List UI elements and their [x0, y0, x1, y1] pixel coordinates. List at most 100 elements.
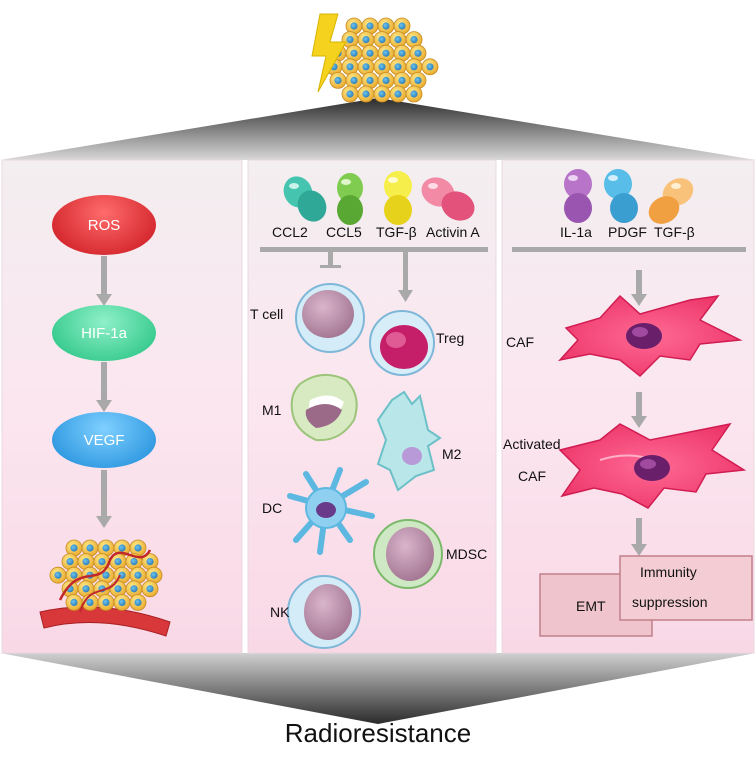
tumor-cluster-top [325, 17, 439, 103]
tumor-cell-nucleus [70, 598, 78, 607]
cytokine-tgfb-right [648, 178, 694, 224]
cytokine-pdgf [604, 169, 638, 223]
t-cell [295, 283, 365, 353]
footer-title: Radioresistance [284, 718, 472, 748]
lightning-icon [311, 13, 347, 93]
tumor-cell-nucleus [98, 558, 106, 566]
ros-label: ROS [87, 216, 121, 234]
tumor-cell-nucleus [362, 63, 370, 71]
tumor-cell-nucleus [130, 558, 138, 566]
treg-label: Treg [436, 330, 465, 346]
tumor-cell-nucleus [54, 571, 62, 579]
top-funnel [0, 98, 756, 160]
m1-macrophage [290, 373, 358, 442]
tumor-cell-nucleus [346, 63, 354, 71]
hif-label: HIF-1a [81, 324, 127, 342]
tumor-cell-nucleus [346, 90, 354, 98]
tumor-with-vessel [39, 539, 171, 637]
activated-caf-line1: Activated [503, 436, 561, 452]
immunity-box [619, 555, 753, 621]
ros-node: ROS [52, 195, 156, 255]
tumor-cell-nucleus [102, 571, 110, 579]
tumor-cell-nucleus [410, 36, 418, 44]
tumor-cell-nucleus [378, 90, 386, 98]
tumor-cell-nucleus [378, 63, 386, 71]
tumor-cell-nucleus [366, 76, 374, 84]
tumor-cell-nucleus [102, 598, 110, 607]
tumor-cell-nucleus [66, 558, 74, 566]
tumor-cell-nucleus [382, 49, 390, 57]
tumor-cell-nucleus [130, 585, 138, 593]
ccl2-label: CCL2 [272, 224, 308, 240]
cytokine-il1a [564, 169, 592, 223]
tumor-cell-nucleus [350, 76, 358, 84]
m1-label: M1 [262, 402, 282, 418]
tumor-cell-nucleus [362, 36, 370, 44]
tumor-cell-nucleus [118, 598, 126, 607]
il1a-label: IL-1a [560, 224, 592, 240]
tumor-cell-nucleus [382, 22, 390, 30]
caf-label: CAF [506, 334, 534, 350]
emt-label: EMT [576, 598, 606, 614]
tumor-cell-nucleus [146, 558, 154, 566]
tumor-cell-nucleus [426, 63, 434, 71]
cytokine-activin-a [421, 177, 475, 221]
ccl5-label: CCL5 [326, 224, 362, 240]
tumor-cell-nucleus [414, 49, 422, 57]
tumor-cell-nucleus [398, 49, 406, 57]
tumor-cell-nucleus [366, 22, 374, 30]
m2-label: M2 [442, 446, 462, 462]
activin-label: Activin A [426, 224, 480, 240]
vegf-label: VEGF [83, 431, 125, 449]
tumor-cell-nucleus [362, 90, 370, 98]
activated-caf-cell [558, 422, 747, 509]
tumor-cell-nucleus [350, 22, 358, 30]
tumor-cell-nucleus [410, 90, 418, 98]
nk-label: NK [270, 604, 290, 620]
tumor-cell-nucleus [398, 22, 406, 30]
cytokine-ccl5 [337, 173, 363, 225]
nk-cell [287, 575, 361, 649]
caf-cell [557, 294, 743, 378]
mdsc-label: MDSC [446, 546, 488, 562]
tumor-cell-nucleus [150, 571, 158, 579]
tgfb-label: TGF-β [376, 224, 417, 240]
hif-node: HIF-1a [52, 305, 156, 361]
tumor-cell-nucleus [82, 558, 90, 566]
tumor-cell-nucleus [414, 76, 422, 84]
t-cell-label: T cell [250, 306, 284, 322]
m2-macrophage [376, 390, 442, 492]
tumor-cell-nucleus [134, 544, 142, 552]
tumor-cell-nucleus [114, 558, 122, 566]
tumor-cell-nucleus [334, 76, 342, 84]
cytokine-ccl2 [283, 176, 327, 222]
immunity-line1: Immunity [640, 564, 697, 580]
dc-label: DC [262, 500, 283, 516]
tumor-cell-nucleus [134, 571, 142, 579]
tumor-cell-nucleus [70, 544, 78, 552]
tumor-cell-nucleus [394, 90, 402, 98]
tumor-cell-nucleus [410, 63, 418, 71]
tumor-cell-nucleus [346, 36, 354, 44]
immunity-line2: suppression [632, 594, 708, 610]
tumor-cell-nucleus [86, 544, 94, 552]
tumor-cell-nucleus [394, 63, 402, 71]
tumor-cell-nucleus [86, 598, 94, 607]
vegf-node: VEGF [52, 412, 156, 468]
cytokine-tgfb [384, 171, 412, 225]
tumor-cell-nucleus [118, 544, 126, 552]
tumor-cell-nucleus [82, 585, 90, 593]
mdsc-cell [373, 519, 443, 589]
tumor-cell-nucleus [366, 49, 374, 57]
tumor-cell-nucleus [378, 36, 386, 44]
tumor-cell-nucleus [382, 76, 390, 84]
tumor-cell-nucleus [350, 49, 358, 57]
pdgf-label: PDGF [608, 224, 647, 240]
tumor-cell-nucleus [134, 598, 142, 607]
tumor-cell-nucleus [398, 76, 406, 84]
bottom-funnel [0, 653, 756, 724]
tumor-cell-nucleus [146, 585, 154, 593]
activated-caf-line2: CAF [518, 468, 546, 484]
tumor-cell-nucleus [394, 36, 402, 44]
